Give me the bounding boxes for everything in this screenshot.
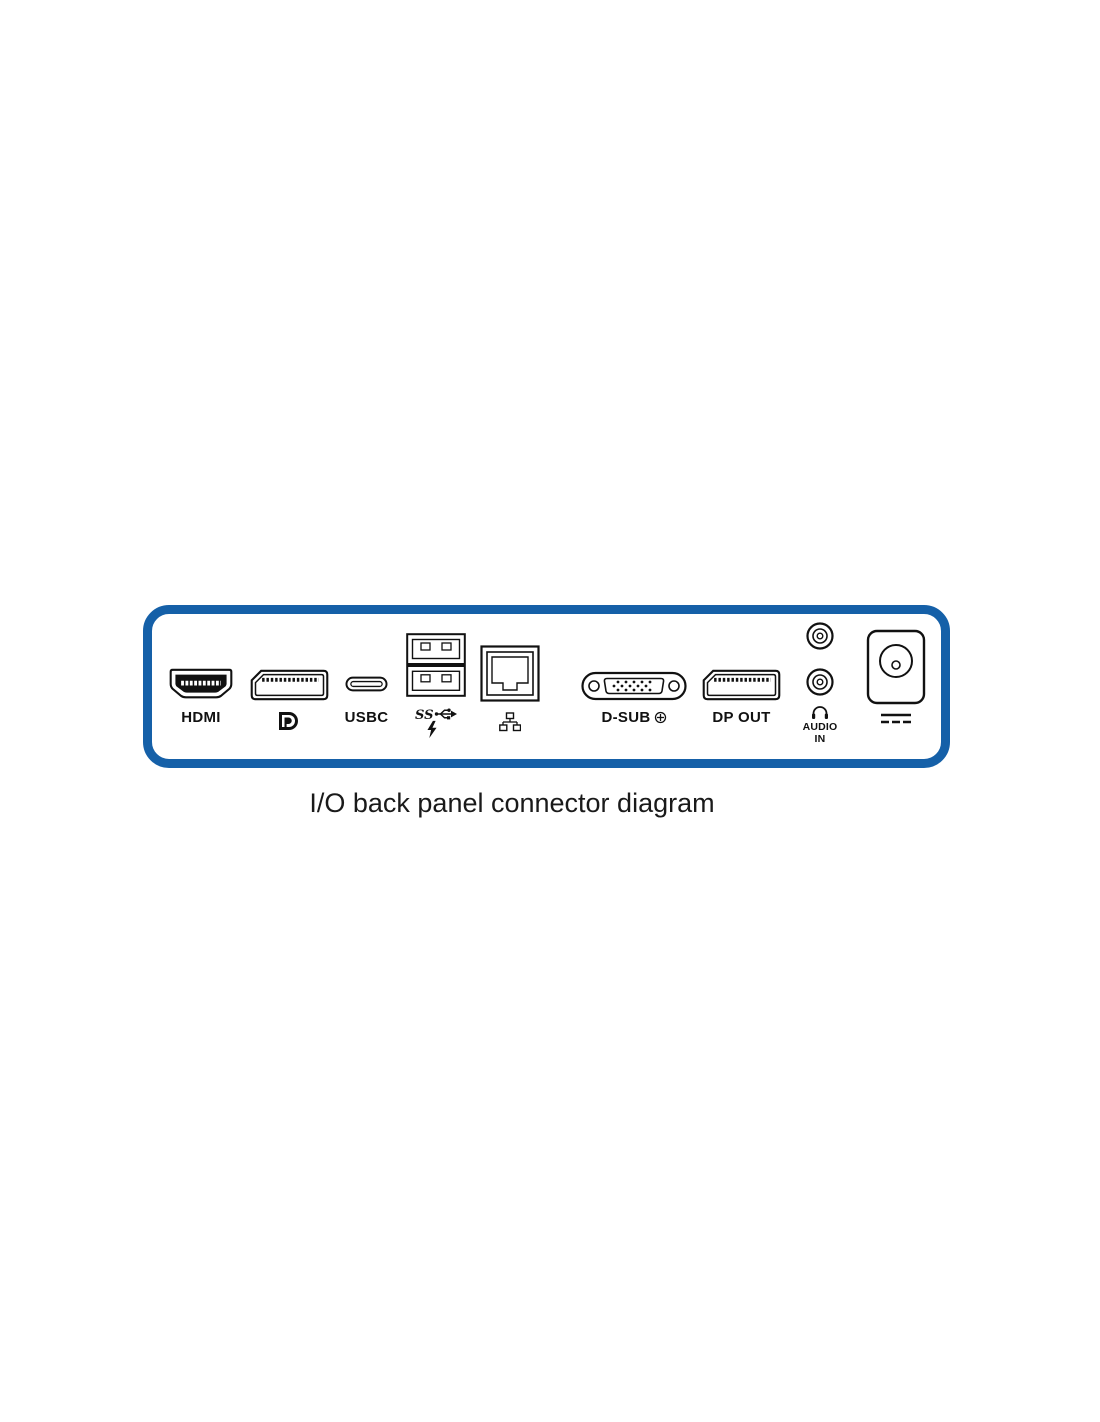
network-icon bbox=[499, 712, 521, 732]
io-back-panel: HDMI USBC SS bbox=[143, 605, 950, 768]
vga-port-icon bbox=[581, 671, 687, 701]
audio-in-label-line2: IN bbox=[814, 732, 826, 745]
dp-out-label: DP OUT bbox=[712, 709, 771, 726]
usb-a-dual-port-icon bbox=[406, 633, 466, 697]
caption: I/O back panel connector diagram bbox=[309, 788, 715, 818]
input-circle-icon bbox=[654, 711, 666, 724]
displayport-port-icon bbox=[250, 669, 329, 701]
headphones-icon bbox=[812, 706, 828, 719]
usb-c-port-icon bbox=[345, 676, 388, 692]
dsub-label: D-SUB bbox=[581, 709, 687, 726]
dc-symbol-icon bbox=[881, 713, 911, 724]
displayport-out-port-icon bbox=[702, 669, 781, 701]
usb-superspeed-trident-icon: SS bbox=[415, 708, 457, 722]
ss-label: SS bbox=[415, 708, 434, 722]
usb-c-label: USBC bbox=[344, 709, 389, 726]
hdmi-port-icon bbox=[169, 668, 233, 699]
lightning-bolt-icon bbox=[427, 720, 437, 739]
rj45-port-icon bbox=[480, 645, 540, 702]
audio-in-label-line1: AUDIO bbox=[802, 721, 838, 733]
audio-in-label: AUDIO IN bbox=[790, 721, 850, 745]
audio-jack-ports-icon bbox=[806, 622, 834, 696]
hdmi-label: HDMI bbox=[181, 709, 221, 726]
dc-barrel-port-icon bbox=[866, 629, 926, 705]
dsub-label-text: D-SUB bbox=[601, 709, 651, 726]
displayport-logo-icon bbox=[279, 712, 298, 730]
